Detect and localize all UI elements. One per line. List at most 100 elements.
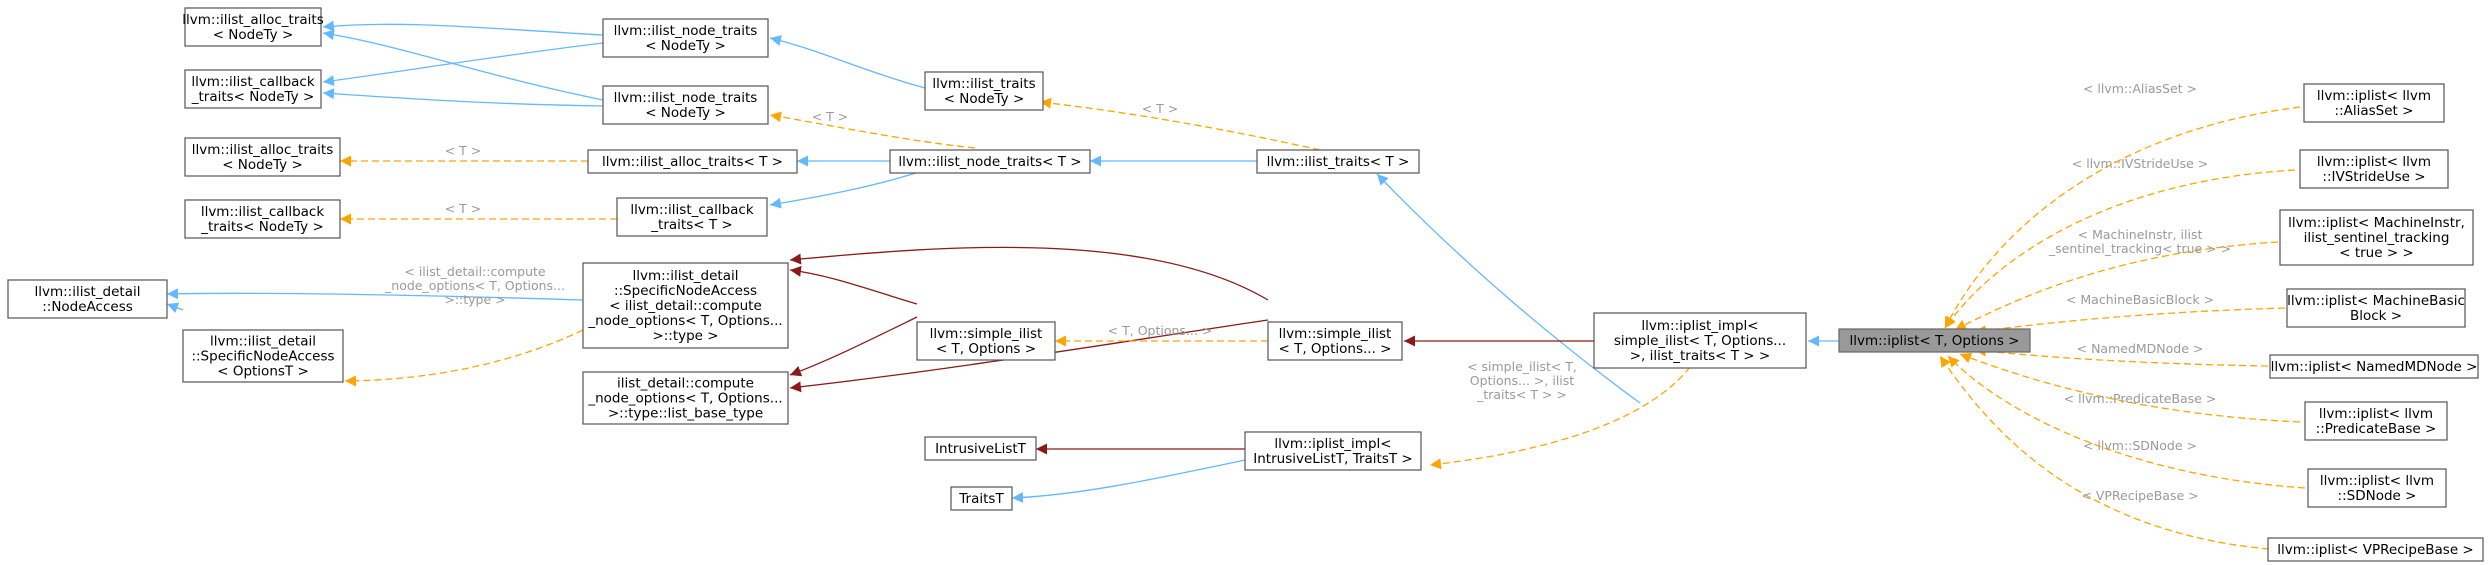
class-label-line: _traits< NodeTy >	[200, 219, 324, 235]
edge-label-line: < simple_ilist< T,	[1467, 359, 1577, 374]
edge-label: < llvm::IVStrideUse >	[2072, 156, 2209, 171]
class-label-line: llvm::iplist< llvm	[2320, 473, 2434, 489]
edge-machinebasicblock-to-iplist	[1974, 307, 2286, 336]
class-node-specific-node-access-compute[interactable]: llvm::ilist_detail::SpecificNodeAccess< …	[582, 262, 789, 349]
nodes: llvm::ilist_alloc_traits< NodeTy > llvm:…	[7, 7, 2484, 562]
edge-labels: < T > < T > < T > < T > < ilist_detail::…	[384, 81, 2231, 503]
edge-node-traits-a-to-alloc-traits	[322, 20, 604, 36]
class-label-line: llvm::ilist_callback	[630, 202, 754, 218]
edge-specific-compute-to-specific-optionst	[344, 329, 584, 387]
class-label-line: < OptionsT >	[217, 364, 309, 380]
edge-label-line: < T >	[445, 143, 482, 158]
class-label-line: llvm::ilist_detail	[34, 284, 140, 300]
edge-label-line: < llvm::PredicateBase >	[2064, 391, 2217, 406]
edge-iplist-impl-to-ilist-traits-t	[1376, 173, 1641, 404]
class-node-ilist-node-traits-nodety[interactable]: llvm::ilist_node_traits< NodeTy >	[602, 85, 769, 125]
class-label-line: llvm::ilist_node_traits	[614, 23, 758, 39]
edge-predicatebase-to-iplist	[1959, 352, 2301, 423]
class-label-line: < true > >	[2339, 245, 2414, 261]
class-node-iplist-sdnode[interactable]: llvm::iplist< llvm::SDNode >	[2307, 468, 2447, 508]
class-node-ilist-node-traits-nodety[interactable]: llvm::ilist_node_traits< NodeTy >	[602, 18, 769, 58]
class-node-iplist-machineinstr[interactable]: llvm::iplist< MachineInstr,ilist_sentine…	[2279, 209, 2474, 266]
class-label-line: ilist_sentinel_tracking	[2304, 230, 2450, 246]
class-label-line: ilist_detail::compute	[617, 376, 754, 392]
class-label-line: llvm::iplist< llvm	[2317, 88, 2431, 104]
edge-specific-optionst-to-node-access	[166, 302, 184, 314]
class-label-line: ::PredicateBase >	[2316, 421, 2437, 437]
class-label-line: _traits< T >	[650, 217, 732, 233]
class-label-line: llvm::ilist_alloc_traits	[192, 142, 333, 158]
edge-simple-ilist-options-to-specific-compute	[789, 265, 918, 305]
edge-simple-ilist-variadic-to-specific-compute	[789, 246, 1269, 301]
class-node-ilist-node-traits-t[interactable]: llvm::ilist_node_traits< T >	[889, 149, 1091, 174]
edge-label-line: < llvm::AliasSet >	[2083, 81, 2197, 96]
class-label-line: IntrusiveListT, TraitsT >	[1253, 451, 1412, 467]
class-label-line: llvm::ilist_traits	[932, 76, 1035, 92]
class-label-line: llvm::simple_ilist	[1279, 326, 1392, 342]
class-node-ilist-traits-t[interactable]: llvm::ilist_traits< T >	[1256, 149, 1420, 174]
class-node-iplist-aliasset[interactable]: llvm::iplist< llvm::AliasSet >	[2303, 83, 2445, 123]
class-node-compute-node-options-list-base-type[interactable]: ilist_detail::compute_node_options< T, O…	[582, 371, 789, 425]
class-label-line: llvm::iplist< MachineInstr,	[2288, 215, 2465, 231]
edge-aliasset-to-iplist	[1944, 106, 2301, 329]
edge-node-traits-a-to-callback-traits	[322, 42, 604, 87]
class-label-line: < NodeTy >	[213, 27, 294, 43]
edge-label-line: < T, Options... >	[1108, 323, 1213, 338]
class-node-iplist-namedmdnode[interactable]: llvm::iplist< NamedMDNode >	[2269, 354, 2479, 379]
class-node-traits-t[interactable]: TraitsT	[950, 486, 1013, 511]
class-node-specific-node-access-optionst[interactable]: llvm::ilist_detail::SpecificNodeAccess< …	[182, 329, 344, 383]
class-node-iplist-vprecipebase[interactable]: llvm::iplist< VPRecipeBase >	[2267, 537, 2484, 562]
edge-label: < T >	[1142, 101, 1179, 116]
class-node-iplist-impl-intrusive[interactable]: llvm::iplist_impl<IntrusiveListT, Traits…	[1244, 431, 1422, 471]
class-node-simple-ilist-options[interactable]: llvm::simple_ilist< T, Options >	[916, 321, 1056, 361]
class-node-iplist-predicatebase[interactable]: llvm::iplist< llvm::PredicateBase >	[2304, 401, 2448, 441]
class-node-ilist-alloc-traits-nodety[interactable]: llvm::ilist_alloc_traits< NodeTy >	[182, 7, 324, 47]
class-node-iplist-machinebasicblock[interactable]: llvm::iplist< MachineBasicBlock >	[2286, 288, 2466, 328]
class-label-line: llvm::ilist_callback	[191, 74, 315, 90]
edge-node-traits-t-to-node-traits-nodety	[769, 111, 976, 149]
class-label-line: ::SpecificNodeAccess	[614, 283, 757, 299]
edge-iplist-impl-to-iplist-impl-intrusive	[1429, 366, 1691, 470]
class-node-ilist-alloc-traits-nodety-2[interactable]: llvm::ilist_alloc_traits< NodeTy >	[184, 137, 341, 177]
edge-ilist-traits-nodety-to-node-traits	[769, 35, 926, 89]
edge-label-line: < T >	[812, 109, 849, 124]
class-node-ilist-callback-traits-nodety[interactable]: llvm::ilist_callback_traits< NodeTy >	[184, 69, 322, 109]
edge-machineinstr-to-iplist	[1954, 241, 2279, 331]
class-node-ilist-callback-traits-t[interactable]: llvm::ilist_callback_traits< T >	[616, 197, 768, 237]
class-label-line: llvm::iplist< MachineBasic	[2287, 293, 2465, 309]
class-label-line: llvm::ilist_callback	[201, 204, 325, 220]
edge-label-line: < T >	[445, 201, 482, 216]
edge-label: < llvm::PredicateBase >	[2064, 391, 2217, 406]
edge-label: < VPRecipeBase >	[2081, 488, 2198, 503]
class-node-iplist-t-options[interactable]: llvm::iplist< T, Options >	[1838, 328, 2031, 353]
edge-simple-ilist-options-to-compute-base	[789, 316, 918, 377]
class-node-iplist-ivstrideuse[interactable]: llvm::iplist< llvm::IVStrideUse >	[2299, 149, 2449, 189]
class-node-node-access[interactable]: llvm::ilist_detail::NodeAccess	[7, 279, 168, 319]
class-node-iplist-impl-simple[interactable]: llvm::iplist_impl<simple_ilist< T, Optio…	[1593, 312, 1807, 369]
class-node-ilist-callback-traits-nodety-2[interactable]: llvm::ilist_callback_traits< NodeTy >	[184, 199, 341, 239]
class-label-line: _node_options< T, Options...	[587, 391, 782, 407]
edge-node-traits-b-to-alloc-traits	[322, 29, 604, 101]
edge-label: < simple_ilist< T,Options... >, ilist_tr…	[1467, 359, 1577, 402]
class-label-line: < NodeTy >	[645, 38, 726, 54]
edge-ivstrideuse-to-iplist	[1944, 169, 2296, 329]
edge-vprecipebase-to-iplist	[1939, 355, 2281, 551]
edge-label-line: _traits< T > >	[1476, 387, 1567, 402]
class-node-ilist-alloc-traits-t[interactable]: llvm::ilist_alloc_traits< T >	[587, 149, 798, 174]
class-label-line: llvm::iplist_impl<	[1274, 436, 1391, 452]
class-label-line: Block >	[2350, 308, 2402, 324]
class-node-ilist-traits-nodety[interactable]: llvm::ilist_traits< NodeTy >	[924, 71, 1044, 111]
class-label-line: llvm::ilist_node_traits	[614, 90, 758, 106]
class-label-line: simple_ilist< T, Options...	[1614, 333, 1786, 349]
edge-label: < llvm::AliasSet >	[2083, 81, 2197, 96]
edge-label-line: < MachineInstr, ilist	[2078, 227, 2203, 242]
edge-label-line: < llvm::SDNode >	[2083, 438, 2197, 453]
class-node-intrusive-list-t[interactable]: IntrusiveListT	[924, 436, 1037, 461]
class-label-line: llvm::ilist_node_traits< T >	[898, 154, 1081, 170]
class-label-line: llvm::ilist_detail	[632, 268, 738, 284]
edge-label: < T >	[445, 201, 482, 216]
class-label-line: >, ilist_traits< T > >	[1630, 348, 1770, 364]
class-node-simple-ilist-variadic[interactable]: llvm::simple_ilist< T, Options... >	[1267, 321, 1403, 361]
class-label-line: _node_options< T, Options...	[587, 313, 782, 329]
class-label-line: llvm::iplist< llvm	[2317, 154, 2431, 170]
